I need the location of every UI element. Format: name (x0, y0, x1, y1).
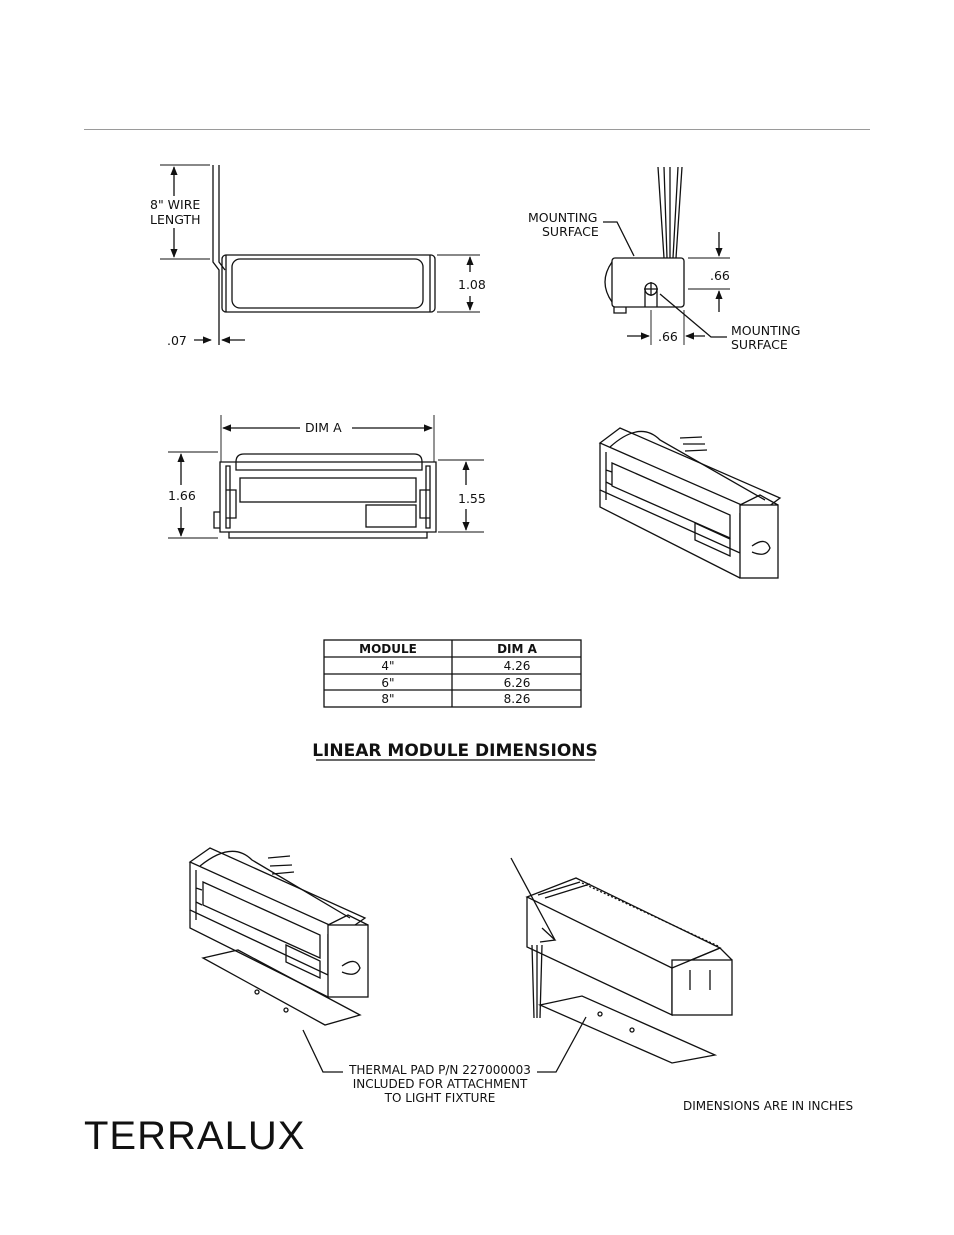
dim-166-label: 1.66 (168, 488, 196, 503)
dim-66-vertical-label: .66 (710, 268, 730, 283)
table-cell: 8" (381, 692, 394, 706)
table-header-module: MODULE (359, 642, 417, 656)
table-cell: 6.26 (504, 676, 531, 690)
dim-155-label: 1.55 (458, 491, 486, 506)
isometric-module (600, 428, 780, 578)
thermal-pad-note-2: INCLUDED FOR ATTACHMENT (353, 1077, 528, 1091)
table-cell: 4.26 (504, 659, 531, 673)
thermal-pad-note-1: THERMAL PAD P/N 227000003 (348, 1063, 531, 1077)
section-title: LINEAR MODULE DIMENSIONS (312, 741, 598, 761)
mounting-surface-bottom-1: MOUNTING (731, 323, 800, 338)
thermal-pad-note-3: TO LIGHT FIXTURE (384, 1091, 496, 1105)
dim-108-label: 1.08 (458, 277, 486, 292)
end-view (603, 167, 730, 345)
dim-66-horizontal-label: .66 (658, 329, 678, 344)
table-header-dim-a: DIM A (497, 642, 538, 656)
table-cell: 6" (381, 676, 394, 690)
dim-07-label: .07 (167, 333, 187, 348)
wire-length-label-2: LENGTH (150, 212, 201, 227)
table-cell: 8.26 (504, 692, 531, 706)
brand-logo: TERRALUX (84, 1114, 305, 1158)
table-cell: 4" (381, 659, 394, 673)
mounting-surface-bottom-2: SURFACE (731, 337, 788, 352)
units-note: DIMENSIONS ARE IN INCHES (683, 1099, 853, 1113)
iso-module-with-pad-right (511, 858, 732, 1063)
mounting-surface-top-2: SURFACE (542, 224, 599, 239)
side-view (160, 165, 480, 345)
wire-length-label-1: 8" WIRE (150, 197, 200, 212)
mounting-surface-top-1: MOUNTING (528, 210, 597, 225)
iso-module-with-pad-left (190, 848, 368, 1025)
dim-a-label: DIM A (305, 420, 342, 435)
